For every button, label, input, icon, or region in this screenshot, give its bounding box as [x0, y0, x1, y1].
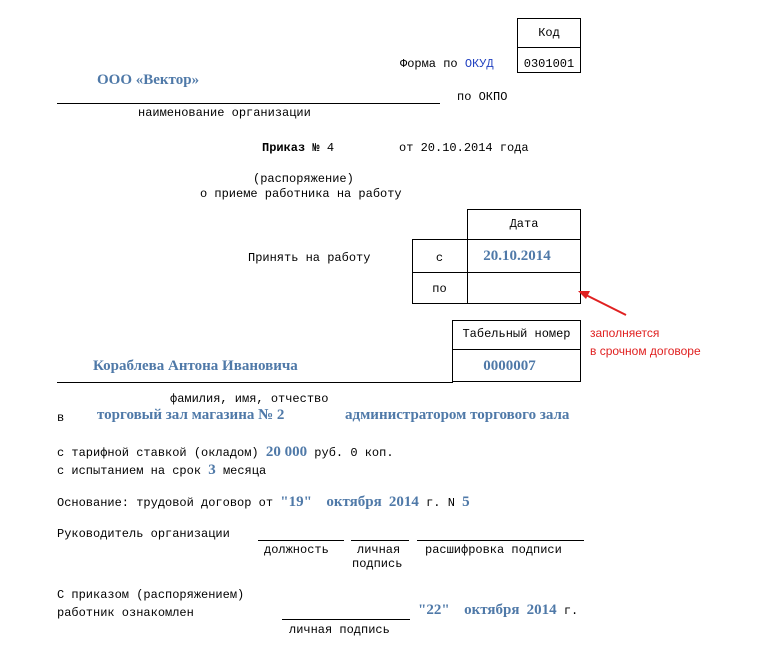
basis-year-suffix: г. N	[426, 496, 455, 510]
basis-day: "19"	[280, 494, 312, 510]
code-table-divider	[517, 47, 581, 48]
order-number-label: №	[312, 141, 320, 155]
okud-label: ОКУД	[464, 57, 494, 71]
basis-month: октября	[326, 494, 382, 510]
code-table	[517, 18, 581, 73]
order-title-line: Приказ № 4	[262, 141, 334, 155]
order-subtitle-1: (распоряжение)	[253, 172, 354, 186]
position: администратором торгового зала	[345, 407, 570, 423]
code-header: Код	[538, 26, 560, 40]
organization-line	[57, 103, 440, 104]
head-position-line	[258, 540, 344, 541]
hire-label: Принять на работу	[248, 251, 371, 265]
tab-number-divider	[452, 349, 581, 350]
position-caption: должность	[264, 543, 329, 557]
ack-signature-line	[282, 619, 410, 620]
signature-caption: личная	[357, 543, 401, 557]
annotation-arrow-icon	[578, 291, 627, 316]
tab-number: 0000007	[483, 358, 536, 374]
order-date-suffix: года	[499, 141, 529, 155]
employee-name-line	[57, 382, 453, 383]
basis-year: 2014	[388, 494, 419, 510]
date-header: Дата	[509, 217, 539, 231]
ack-suffix: г.	[563, 604, 579, 618]
department: торговый зал магазина № 2	[97, 407, 285, 423]
probation-unit: месяца	[222, 464, 267, 478]
date-table-vdivider	[467, 239, 468, 304]
rate-label: с тарифной ставкой (окладом)	[57, 446, 259, 460]
organization-name: ООО «Вектор»	[97, 72, 200, 88]
tab-number-header: Табельный номер	[462, 327, 571, 341]
head-decode-line	[417, 540, 584, 541]
date-table	[412, 239, 581, 304]
head-signature-line	[351, 540, 409, 541]
order-date-prefix: от	[399, 141, 414, 155]
in-label: в	[57, 411, 65, 425]
rate-value: 20 000	[265, 444, 308, 460]
head-label: Руководитель организации	[57, 527, 230, 541]
ack-date: "22" октября 2014 г.	[418, 602, 578, 619]
employee-name: Кораблева Антона Ивановича	[93, 358, 298, 374]
basis-number: 5	[462, 494, 470, 510]
order-subtitle-2: о приеме работника на работу	[200, 187, 402, 201]
hire-to-label: по	[432, 282, 447, 296]
okpo-label: по ОКПО	[457, 90, 508, 104]
probation-value: 3	[208, 462, 216, 478]
ack-line-2: работник ознакомлен	[57, 606, 194, 620]
ack-month: октября	[464, 602, 520, 618]
form-label-text: Форма по	[400, 57, 458, 71]
decode-caption: расшифровка подписи	[425, 543, 562, 557]
basis-label: Основание: трудовой договор от	[57, 496, 274, 510]
kop-label: коп.	[364, 446, 394, 460]
kop-value: 0	[350, 446, 358, 460]
probation-label: с испытанием на срок	[57, 464, 202, 478]
basis-line: Основание: трудовой договор от "19" октя…	[57, 494, 470, 511]
signature-caption-2: подпись	[352, 557, 403, 571]
order-title: Приказ	[262, 141, 306, 155]
organization-caption: наименование организации	[138, 106, 311, 120]
order-date-line: от 20.10.2014 года	[399, 141, 529, 155]
rate-line: с тарифной ставкой (окладом) 20 000 руб.…	[57, 444, 394, 461]
okud-code: 0301001	[523, 57, 575, 71]
tab-number-table	[452, 320, 581, 382]
ack-day: "22"	[418, 602, 450, 618]
form-label: Форма по ОКУД	[400, 57, 494, 71]
order-date: 20.10.2014	[420, 141, 493, 155]
order-number: 4	[326, 141, 335, 155]
date-table-hdivider	[412, 272, 581, 273]
annotation-line-2: в срочном договоре	[590, 344, 701, 358]
rate-rub: руб.	[314, 446, 344, 460]
annotation-line-1: заполняется	[590, 326, 660, 340]
ack-line-1: С приказом (распоряжением)	[57, 588, 245, 602]
hire-from-label: с	[435, 251, 444, 265]
ack-year: 2014	[526, 602, 557, 618]
employee-name-caption: фамилия, имя, отчество	[170, 392, 329, 406]
probation-line: с испытанием на срок 3 месяца	[57, 462, 266, 479]
hire-from-date: 20.10.2014	[483, 248, 551, 264]
personal-signature-caption: личная подпись	[289, 623, 390, 637]
